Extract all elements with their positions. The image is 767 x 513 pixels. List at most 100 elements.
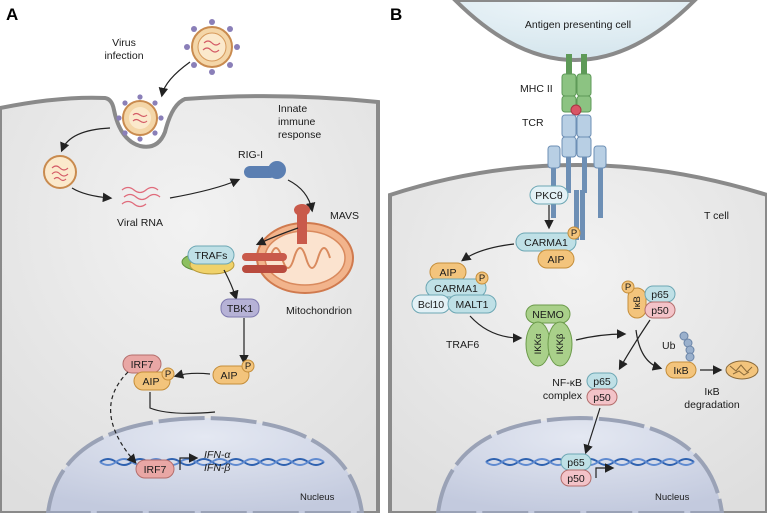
cbm-complex xyxy=(411,262,497,314)
arrow-transcription-b xyxy=(595,463,615,478)
aip-phospho-a xyxy=(212,359,255,385)
nemo-label: NEMO xyxy=(532,309,564,321)
arrow-nfkb-nuclear xyxy=(583,407,601,455)
arrow-carma-to-cbm xyxy=(461,243,515,262)
aip-label-a2: AIP xyxy=(143,376,160,388)
bcl10-label: Bcl10 xyxy=(418,299,444,311)
pkc-label: PKCθ xyxy=(535,190,563,202)
rig-i-label: RIG-I xyxy=(238,149,263,161)
irf7-nuclear xyxy=(135,459,175,479)
tcr-label: TCR xyxy=(522,117,544,129)
ikb-label-1: IκB xyxy=(632,296,643,310)
ikk-complex xyxy=(525,304,573,367)
virus-particle xyxy=(184,19,240,75)
virus-infection-label-2: infection xyxy=(104,50,143,62)
aip-label-a1: AIP xyxy=(221,370,238,382)
cell-cytoplasm-a xyxy=(0,94,380,513)
p50-label-3: p50 xyxy=(567,473,585,485)
arrow-to-rig xyxy=(169,178,241,199)
carma1-label-2: CARMA1 xyxy=(434,283,478,295)
arrow-irf7-nuclear xyxy=(110,371,137,464)
panel-b-letter: B xyxy=(390,5,402,24)
p65-label-2: p65 xyxy=(593,376,611,388)
mavs-protein xyxy=(242,204,310,273)
nfkb-label-2: complex xyxy=(543,390,583,402)
panel-a-letter: A xyxy=(6,5,18,24)
endosome xyxy=(43,155,77,189)
p-label-b3: P xyxy=(625,282,631,293)
p50-nuclear xyxy=(560,469,592,487)
arrow-aip-to-irf7 xyxy=(173,369,211,379)
ikka-label: IKKα xyxy=(533,333,544,354)
aip-label-b1: AIP xyxy=(548,254,565,266)
virus-infection-label-1: Virus xyxy=(112,37,136,49)
p50-label-1: p50 xyxy=(651,305,669,317)
arrow-mavs-to-trafs xyxy=(255,227,299,246)
pkc-protein xyxy=(529,185,569,205)
aip-label-b2: AIP xyxy=(440,267,457,279)
viral-rna-icon xyxy=(121,186,161,208)
p65-label-3: p65 xyxy=(567,457,585,469)
tbk1-label: TBK1 xyxy=(227,303,253,315)
apc-label: Antigen presenting cell xyxy=(525,19,631,31)
ikb-deg-label-2: degradation xyxy=(684,399,740,411)
rig-i-protein xyxy=(244,161,286,179)
p50-cyto xyxy=(586,388,618,406)
p-label-b1: P xyxy=(571,228,577,239)
arrow-ikk-to-ikb xyxy=(575,329,627,341)
ikb-label-2: IκB xyxy=(673,365,688,377)
arrow-to-ub xyxy=(635,329,663,371)
p-label-a2: P xyxy=(165,369,171,380)
inhibition-line xyxy=(149,392,216,414)
mhc-label: MHC II xyxy=(520,83,553,95)
mavs-label: MAVS xyxy=(330,210,359,222)
tcell-label: T cell xyxy=(704,210,729,222)
trafs-complex xyxy=(181,245,235,275)
arrow-rig-to-mavs xyxy=(287,179,316,213)
carma1-aip-top xyxy=(515,226,581,269)
irf7-aip-complex xyxy=(122,354,175,391)
tcr-complex xyxy=(547,114,607,240)
nucleus-b-label: Nucleus xyxy=(655,492,690,503)
panel-a: A Nucleus Virus infection xyxy=(0,5,380,513)
p65-label-1: p65 xyxy=(651,289,669,301)
tbk1-protein xyxy=(220,298,260,318)
ubiquitin-chain xyxy=(679,331,695,362)
ikb-deg-label-1: IκB xyxy=(704,386,719,398)
ikkb-label: IKKβ xyxy=(555,333,566,354)
irf7-label-a1: IRF7 xyxy=(131,359,154,371)
ikb-nfkb-complex xyxy=(621,280,676,319)
irf7-label-a2: IRF7 xyxy=(144,464,167,476)
p-label-a1: P xyxy=(245,361,251,372)
arrow-to-endosome xyxy=(60,127,111,153)
p50-label-2: p50 xyxy=(593,392,611,404)
ifn-beta-label: IFN-β xyxy=(204,462,230,474)
malt1-label: MALT1 xyxy=(455,299,488,311)
viral-rna-label: Viral RNA xyxy=(117,217,163,229)
nfkb-label-1: NF-κB xyxy=(552,377,582,389)
arrow-infection xyxy=(158,61,191,98)
innate-label-1: Innate xyxy=(278,103,307,115)
ifn-alpha-label: IFN-α xyxy=(204,449,231,461)
ub-label: Ub xyxy=(662,340,676,352)
arrow-trafs-to-tbk1 xyxy=(223,269,239,301)
panel-b: B Antigen presenting cell T cell Nucleus… xyxy=(388,0,767,513)
arrow-cbm-to-ikk xyxy=(469,315,523,343)
ikb-ub xyxy=(665,361,697,379)
innate-label-3: response xyxy=(278,129,321,141)
degraded-ikb-icon xyxy=(725,360,759,380)
carma1-label-1: CARMA1 xyxy=(524,237,568,249)
p-label-b2: P xyxy=(479,273,485,284)
mhc-ii xyxy=(561,54,592,116)
trafs-label: TRAFs xyxy=(195,250,228,262)
nucleus-a-label: Nucleus xyxy=(300,492,335,503)
arrow-transcription-a xyxy=(179,453,199,470)
virus-entering xyxy=(116,94,164,142)
arrow-release-nfkb xyxy=(618,319,651,371)
arrow-to-rna xyxy=(71,187,113,203)
mitochondrion-label: Mitochondrion xyxy=(286,305,352,317)
innate-label-2: immune xyxy=(278,116,316,128)
traf6-label: TRAF6 xyxy=(446,339,479,351)
